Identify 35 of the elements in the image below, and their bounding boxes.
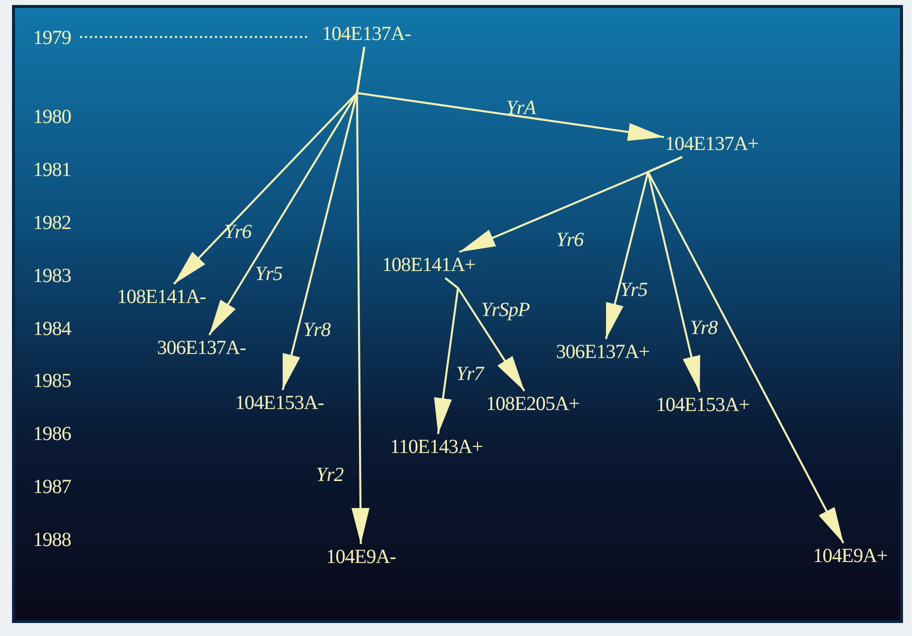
edge-label: YrA — [506, 96, 536, 120]
year-label: 1985 — [33, 369, 71, 393]
race-name: 108E141A+ — [382, 253, 476, 277]
year-label: 1983 — [33, 264, 71, 288]
edge-label: Yr7 — [456, 362, 484, 386]
arrow — [646, 156, 844, 544]
edge-label: Yr6 — [224, 220, 252, 244]
year-label: 1988 — [33, 528, 71, 552]
year-label: 1982 — [33, 211, 71, 235]
race-name: 306E137A- — [157, 336, 246, 360]
edge-label: Yr8 — [690, 316, 718, 340]
race-name: 108E141A- — [117, 285, 206, 309]
year-label: 1980 — [33, 105, 71, 129]
year-label: 1987 — [33, 475, 71, 499]
race-name: 104E153A- — [235, 391, 324, 415]
race-name: 104E9A- — [326, 545, 396, 569]
year-label: 1979 — [33, 26, 71, 50]
edge-label: Yr6 — [556, 228, 584, 252]
edge-label: YrSpP — [481, 298, 530, 322]
arrow — [352, 46, 370, 544]
race-name: 104E9A+ — [813, 544, 888, 568]
edge-label: Yr5 — [255, 262, 282, 286]
arrow — [444, 277, 526, 392]
edge-label: Yr2 — [316, 463, 344, 487]
race-name: 108E205A+ — [486, 392, 580, 416]
year-label: 1981 — [33, 158, 71, 182]
year-label: 1986 — [33, 422, 71, 446]
year-label: 1984 — [33, 317, 71, 341]
edge-label: Yr5 — [620, 278, 648, 302]
race-name: 306E137A+ — [556, 340, 650, 364]
edge-label: Yr8 — [303, 318, 330, 342]
race-name: 110E143A+ — [390, 435, 483, 459]
race-name: 104E137A- — [322, 22, 411, 46]
race-name: 104E153A+ — [656, 393, 750, 417]
race-name: 104E137A+ — [665, 132, 758, 156]
